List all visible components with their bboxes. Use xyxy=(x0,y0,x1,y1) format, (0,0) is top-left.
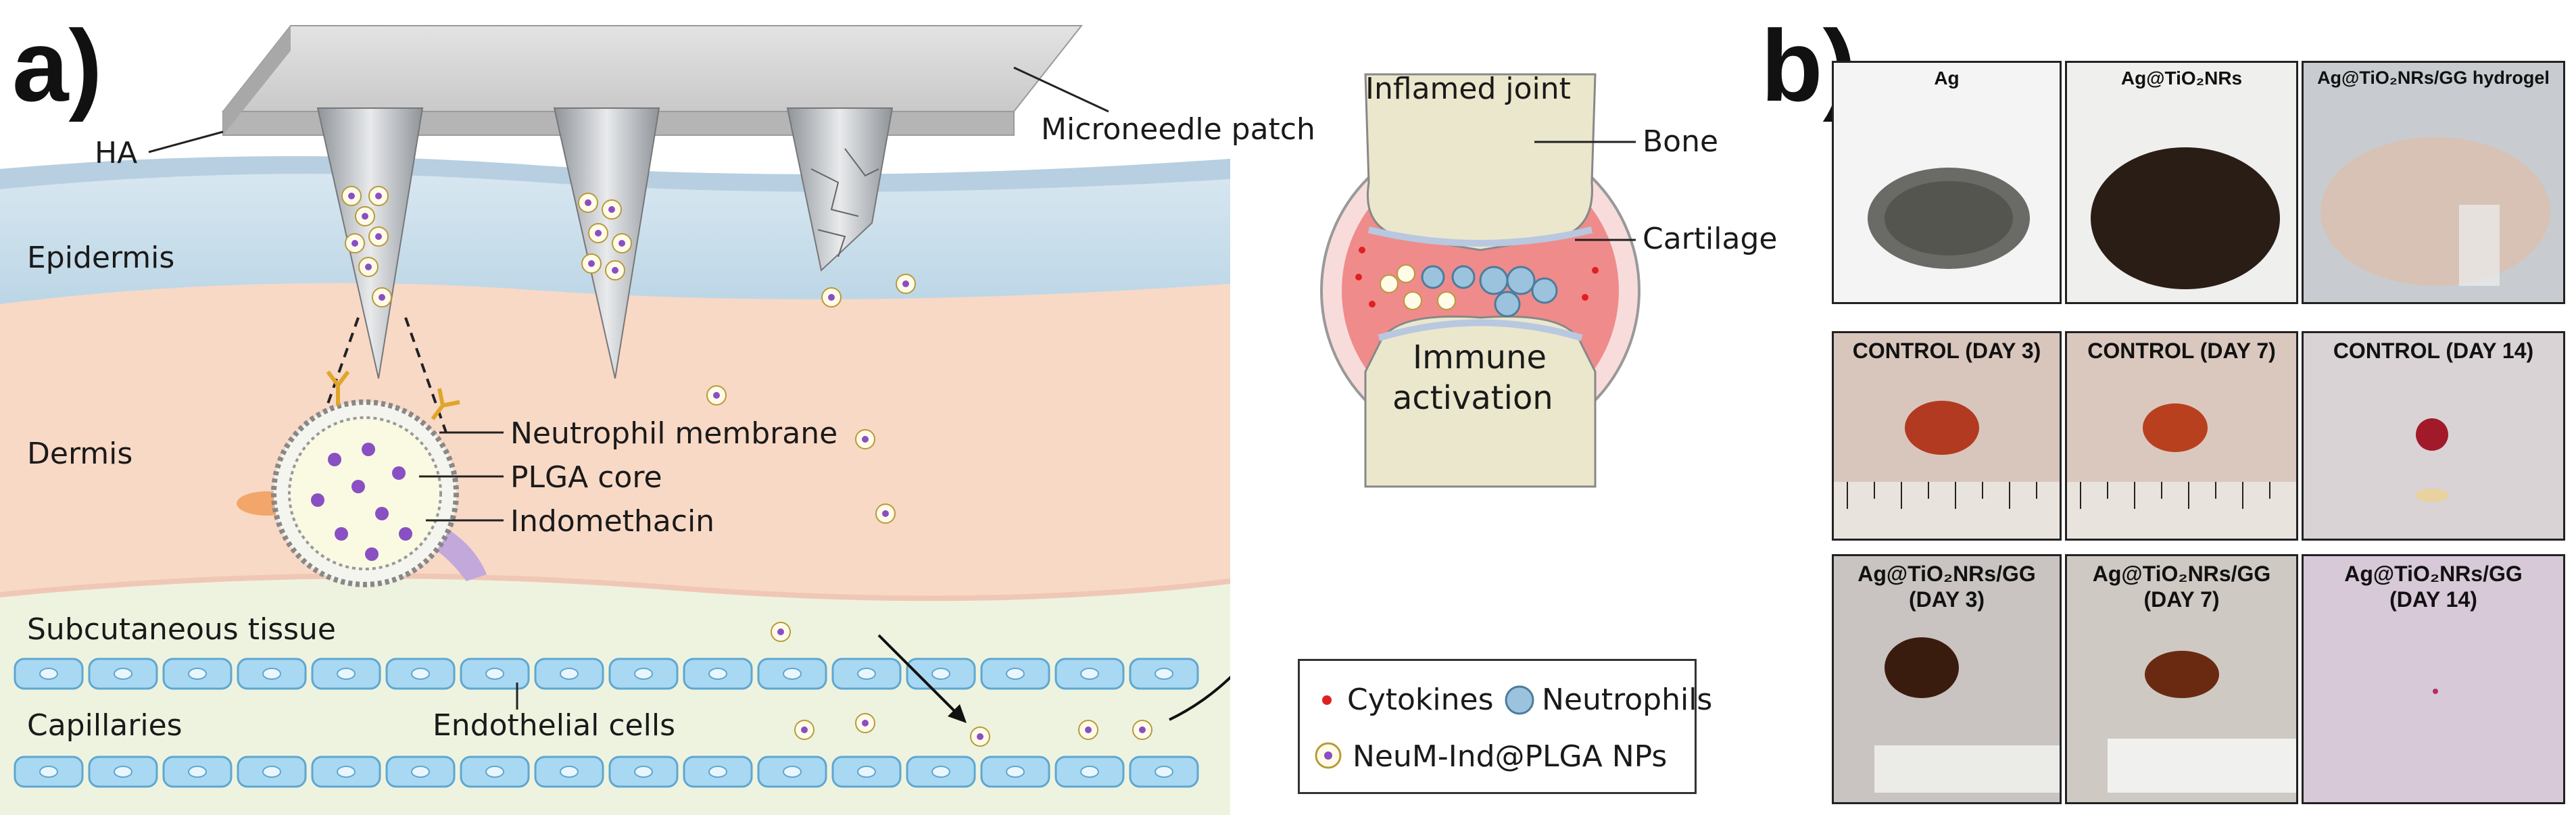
photo-hydrogel-title: Ag@TiO₂NRs/GG hydrogel xyxy=(2317,68,2550,88)
photo-ag-tio2-title: Ag@TiO₂NRs xyxy=(2120,68,2243,89)
photo-ag-title: Ag xyxy=(1934,68,1960,89)
label-capillaries: Capillaries xyxy=(27,708,183,743)
joint-neutrophils xyxy=(1421,265,1558,318)
photo-treated-day7-title-1: Ag@TiO₂NRs/GG xyxy=(2092,562,2271,586)
joint-diagram xyxy=(1320,73,1641,488)
legend-neutrophil-icon xyxy=(1505,685,1534,715)
photo-control-day14-title: CONTROL (DAY 14) xyxy=(2333,339,2534,363)
photo-treated-day7: Ag@TiO₂NRs/GG (DAY 7) xyxy=(2065,554,2298,804)
label-endothelial: Endothelial cells xyxy=(433,708,676,743)
microneedle-3-dissolving xyxy=(786,107,894,272)
microneedle-2 xyxy=(553,107,660,379)
subcutaneous-layer xyxy=(0,576,1230,815)
label-immune: Immune xyxy=(1413,339,1547,376)
joint-nps xyxy=(1380,264,1456,310)
photo-treated-day14: Ag@TiO₂NRs/GG (DAY 14) xyxy=(2302,554,2565,804)
panel-a-letter: a) xyxy=(12,9,103,122)
photo-hydrogel: Ag@TiO₂NRs/GG hydrogel xyxy=(2302,61,2565,304)
photo-ag: Ag xyxy=(1832,61,2062,304)
photo-treated-day3-title-2: (DAY 3) xyxy=(1908,587,1985,612)
photo-treated-day3-title-1: Ag@TiO₂NRs/GG xyxy=(1857,562,2036,586)
label-indomethacin: Indomethacin xyxy=(510,504,715,539)
photo-treated-day14-title-1: Ag@TiO₂NRs/GG xyxy=(2344,562,2523,586)
label-neutrophil-membrane: Neutrophil membrane xyxy=(510,416,838,451)
legend-neutrophils: Neutrophils xyxy=(1542,683,1713,717)
label-bone: Bone xyxy=(1643,124,1719,159)
label-ha: HA xyxy=(95,136,138,170)
label-epidermis: Epidermis xyxy=(27,241,175,275)
legend-cytokine-icon xyxy=(1322,695,1332,705)
photo-control-day7: CONTROL (DAY 7) xyxy=(2065,331,2298,541)
legend: Cytokines Neutrophils NeuM-Ind@PLGA NPs xyxy=(1298,659,1712,794)
label-subcutaneous: Subcutaneous tissue xyxy=(27,612,336,647)
label-cartilage: Cartilage xyxy=(1643,222,1778,256)
photo-ag-tio2: Ag@TiO₂NRs xyxy=(2065,61,2298,304)
photo-control-day14: CONTROL (DAY 14) xyxy=(2302,331,2565,541)
joint-cytokines xyxy=(1355,247,1599,307)
label-plga-core: PLGA core xyxy=(510,460,662,495)
photo-control-day7-title: CONTROL (DAY 7) xyxy=(2087,339,2276,363)
lower-bone xyxy=(1364,315,1597,488)
photo-treated-day14-title-2: (DAY 14) xyxy=(2389,587,2477,612)
label-inflamed-joint: Inflamed joint xyxy=(1365,72,1571,106)
photo-treated-day3: Ag@TiO₂NRs/GG (DAY 3) xyxy=(1832,554,2062,804)
label-dermis: Dermis xyxy=(27,437,133,471)
photo-control-day3: CONTROL (DAY 3) xyxy=(1832,331,2062,541)
needle-nanoparticles xyxy=(341,186,1152,747)
legend-nps: NeuM-Ind@PLGA NPs xyxy=(1353,739,1668,774)
nanoparticle-zoom xyxy=(237,370,487,587)
skin-diagram xyxy=(0,25,1230,815)
legend-cytokines: Cytokines xyxy=(1347,683,1494,717)
label-activation: activation xyxy=(1392,379,1553,417)
photo-control-day3-title: CONTROL (DAY 3) xyxy=(1852,339,2041,363)
label-microneedle-patch: Microneedle patch xyxy=(1041,112,1315,147)
photo-treated-day7-title-2: (DAY 7) xyxy=(2143,587,2220,612)
